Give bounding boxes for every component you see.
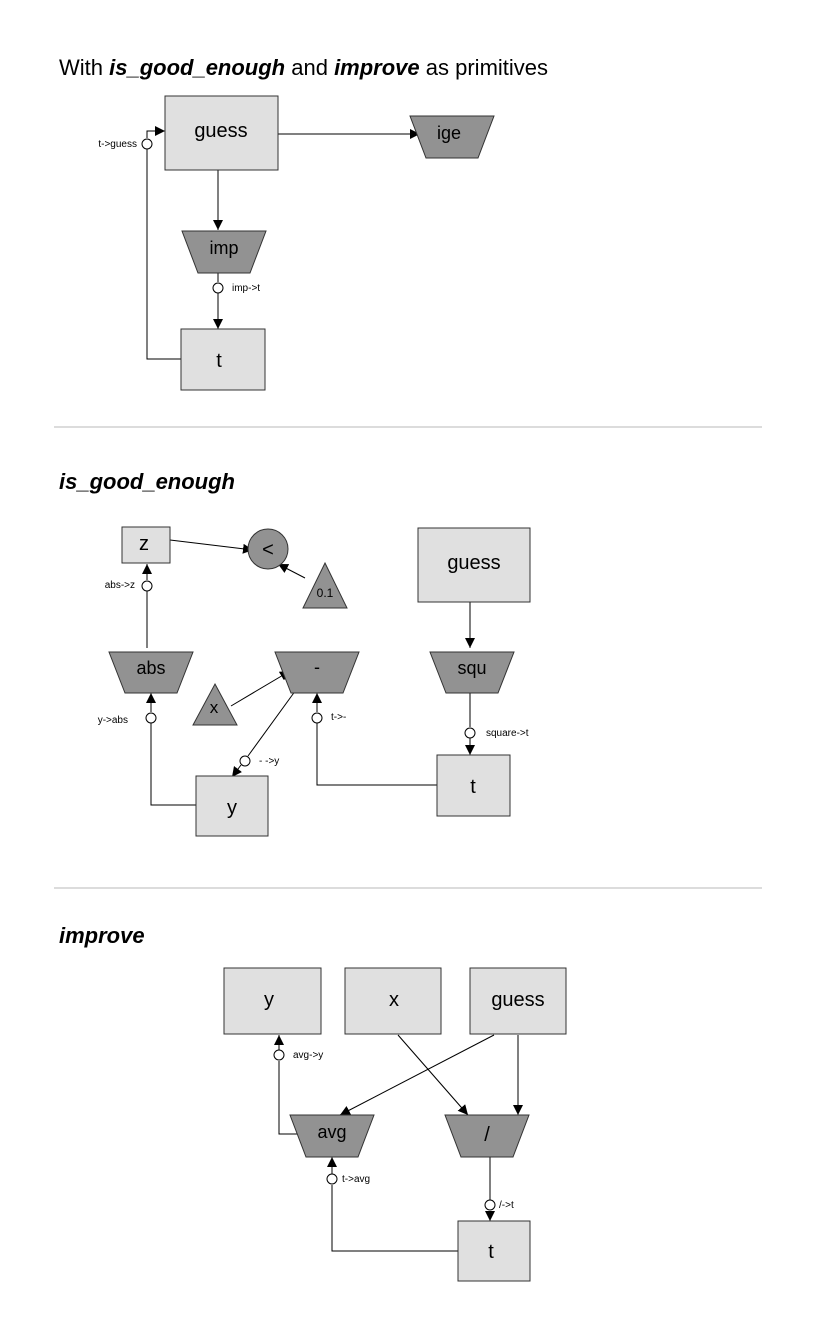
node-squ-label: squ xyxy=(457,658,486,678)
wire-z-to-lt xyxy=(169,539,254,554)
node-avg-label: avg xyxy=(317,1122,346,1142)
section-primitives: With is_good_enough and improve as primi… xyxy=(59,55,548,391)
port-abs-z-label: abs->z xyxy=(105,580,135,591)
node-x[interactable] xyxy=(192,682,238,726)
port-abs-z[interactable] xyxy=(141,580,153,592)
node-guess-3-label: guess xyxy=(491,989,544,1011)
wire-y-loop xyxy=(150,723,196,806)
node-x-3[interactable] xyxy=(344,967,442,1035)
port-t-minus[interactable] xyxy=(311,712,323,724)
port-square-t-label: square->t xyxy=(486,728,529,739)
node-imp[interactable] xyxy=(181,230,267,274)
node-x-label: x xyxy=(210,698,219,717)
node-div-label: / xyxy=(484,1124,490,1146)
port-y-abs[interactable] xyxy=(145,712,157,724)
wire-t-loop-3 xyxy=(331,1185,458,1252)
port-t-guess[interactable] xyxy=(141,138,153,150)
node-minus-label: - xyxy=(314,657,320,677)
wire-x-to-minus xyxy=(230,670,291,707)
node-t-2[interactable] xyxy=(436,754,511,817)
wire-guess-to-avg xyxy=(339,1034,495,1116)
node-t-label: t xyxy=(216,350,222,372)
wire-x-to-div xyxy=(397,1034,469,1116)
node-avg[interactable] xyxy=(289,1114,375,1158)
node-y-label: y xyxy=(227,797,237,819)
node-abs[interactable] xyxy=(108,651,194,694)
port-y-abs-label: y->abs xyxy=(98,715,128,726)
port-minus-y-label: - ->y xyxy=(259,756,279,767)
node-z-label: z xyxy=(139,533,149,555)
node-ige[interactable] xyxy=(409,115,495,159)
port-div-t-label: /->t xyxy=(499,1200,514,1211)
node-div[interactable] xyxy=(444,1114,530,1158)
wire-t-to-guess xyxy=(146,126,165,138)
node-squ[interactable] xyxy=(429,651,515,694)
section2-title: is_good_enough xyxy=(59,469,235,494)
wire-minus-out xyxy=(247,682,302,757)
port-div-t[interactable] xyxy=(484,1199,496,1211)
port-t-avg[interactable] xyxy=(326,1173,338,1185)
node-y[interactable] xyxy=(195,775,269,837)
node-const-01[interactable] xyxy=(302,561,348,609)
node-t-3-label: t xyxy=(488,1241,494,1263)
node-y-3-label: y xyxy=(264,989,274,1011)
section1-title: With is_good_enough and improve as primi… xyxy=(59,55,548,80)
node-ige-label: ige xyxy=(437,123,461,143)
node-lt-label: < xyxy=(262,539,274,561)
node-y-3[interactable] xyxy=(223,967,322,1035)
port-imp-t-label: imp->t xyxy=(232,283,260,294)
port-minus-y[interactable] xyxy=(239,755,251,767)
node-const-01-label: 0.1 xyxy=(317,586,334,600)
node-minus[interactable] xyxy=(274,651,360,694)
node-guess[interactable] xyxy=(164,95,279,171)
section-is-good-enough: is_good_enough z < 0.1 guess abs - x sq xyxy=(59,469,531,837)
port-square-t[interactable] xyxy=(464,727,476,739)
port-t-avg-label: t->avg xyxy=(342,1174,370,1185)
section3-title: improve xyxy=(59,923,145,948)
node-abs-label: abs xyxy=(136,658,165,678)
node-imp-label: imp xyxy=(209,238,238,258)
node-x-3-label: x xyxy=(389,989,399,1011)
node-t-3[interactable] xyxy=(457,1220,531,1282)
port-imp-t[interactable] xyxy=(212,282,224,294)
section-improve: improve y x guess avg / t avg->y t->avg … xyxy=(59,923,567,1282)
wire-minus-to-y xyxy=(231,764,242,778)
wire-t-loop-2 xyxy=(316,723,437,786)
port-t-guess-label: t->guess xyxy=(98,139,137,150)
node-t-2-label: t xyxy=(470,776,476,798)
node-guess-2[interactable] xyxy=(417,527,531,603)
node-t[interactable] xyxy=(180,328,266,391)
node-guess-3[interactable] xyxy=(469,967,567,1035)
node-lt[interactable] xyxy=(247,528,289,570)
node-guess-label: guess xyxy=(194,120,247,142)
port-t-minus-label: t->- xyxy=(331,712,346,723)
wire-t-loop xyxy=(146,149,181,360)
wire-const-to-lt xyxy=(277,563,306,579)
port-avg-y[interactable] xyxy=(273,1049,285,1061)
port-avg-y-label: avg->y xyxy=(293,1050,323,1061)
node-guess-2-label: guess xyxy=(447,552,500,574)
wire-avg-out xyxy=(278,1061,300,1135)
node-z[interactable] xyxy=(121,526,171,564)
